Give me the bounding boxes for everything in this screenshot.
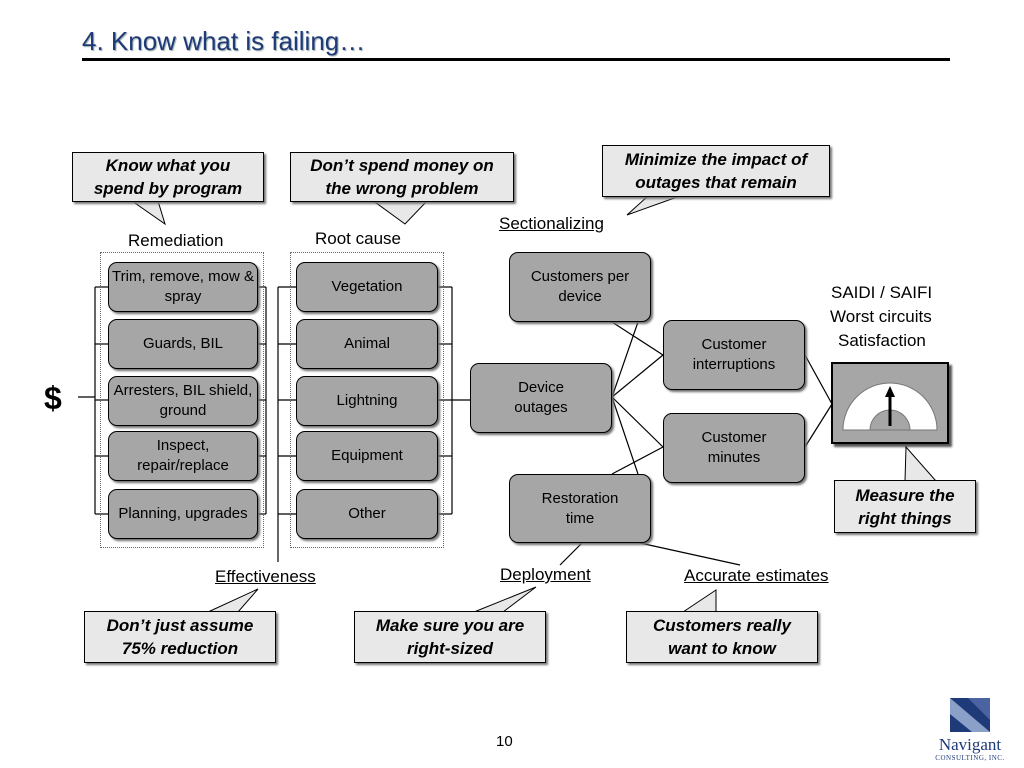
deployment-label: Deployment	[500, 565, 591, 584]
customers-per-device-box: Customers per device	[509, 252, 651, 322]
callout-customers-know: Customers really want to know	[626, 611, 818, 663]
gauge-icon	[842, 382, 938, 431]
callout-minimize: Minimize the impact of outages that rema…	[602, 145, 830, 197]
effectiveness-label: Effectiveness	[215, 567, 316, 586]
navigant-logo-icon	[950, 698, 990, 732]
title-rule	[82, 58, 950, 61]
callout-dont-assume: Don’t just assume 75% reduction	[84, 611, 276, 663]
page-title: 4. Know what is failing…	[82, 26, 366, 56]
remediation-trim-box: Trim, remove, mow & spray	[108, 262, 258, 312]
gauge-panel	[831, 362, 949, 444]
root-cause-other-box: Other	[296, 489, 438, 539]
root-cause-equipment-box: Equipment	[296, 431, 438, 481]
metric-saidi-saifi: SAIDI / SAIFI	[831, 283, 933, 302]
metric-worst-circuits: Worst circuits	[830, 307, 932, 326]
remediation-guards-box: Guards, BIL	[108, 319, 258, 369]
sectionalizing-label: Sectionalizing	[499, 214, 604, 233]
customer-interruptions-box: Customer interruptions	[663, 320, 805, 390]
accurate-estimates-label: Accurate estimates	[684, 566, 829, 585]
dollar-sign: $	[44, 380, 62, 416]
customer-minutes-box: Customer minutes	[663, 413, 805, 483]
page-number: 10	[496, 733, 513, 750]
remediation-arresters-box: Arresters, BIL shield, ground	[108, 376, 258, 426]
callout-dont-spend: Don’t spend money on the wrong problem	[290, 152, 514, 202]
root-cause-group	[290, 252, 444, 548]
remediation-header: Remediation	[128, 231, 224, 250]
callout-know-spend: Know what you spend by program	[72, 152, 264, 202]
logo-name: Navigant	[938, 735, 1002, 754]
root-cause-vegetation-box: Vegetation	[296, 262, 438, 312]
restoration-time-box: Restoration time	[509, 474, 651, 543]
metric-satisfaction: Satisfaction	[838, 331, 926, 350]
callout-right-sized: Make sure you are right-sized	[354, 611, 546, 663]
device-outages-box: Device outages	[470, 363, 612, 433]
callout-measure: Measure the right things	[834, 480, 976, 533]
root-cause-animal-box: Animal	[296, 319, 438, 369]
remediation-inspect-box: Inspect, repair/replace	[108, 431, 258, 481]
remediation-planning-box: Planning, upgrades	[108, 489, 258, 539]
logo-sub: CONSULTING, INC.	[935, 754, 1005, 762]
root-cause-header: Root cause	[315, 229, 401, 248]
root-cause-lightning-box: Lightning	[296, 376, 438, 426]
remediation-group	[100, 252, 264, 548]
